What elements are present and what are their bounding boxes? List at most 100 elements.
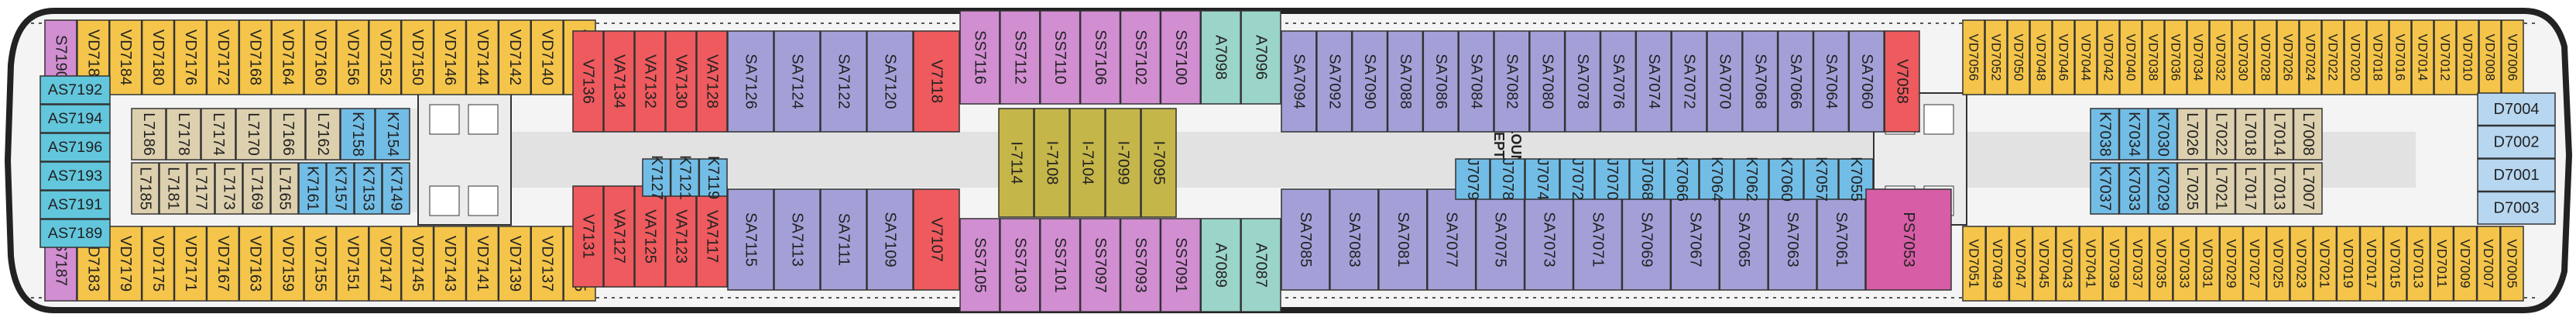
cabin-ss7100[interactable]: SS7100 [1160, 10, 1201, 105]
cabin-va7127[interactable]: VA7127 [603, 185, 635, 288]
cabin-sa7092[interactable]: SA7092 [1316, 30, 1353, 133]
cabin-sa7111[interactable]: SA7111 [820, 188, 867, 291]
cabin-v7107[interactable]: V7107 [913, 188, 960, 291]
cabin-as7189[interactable]: AS7189 [39, 219, 111, 248]
cabin-sa7113[interactable]: SA7113 [773, 188, 821, 291]
cabin-v7058[interactable]: V7058 [1884, 30, 1920, 133]
cabin-vd7020[interactable]: VD7020 [2344, 19, 2367, 95]
cabin-vd7007[interactable]: VD7007 [2476, 226, 2501, 302]
cabin-a7096[interactable]: A7096 [1240, 10, 1281, 105]
cabin-vd7008[interactable]: VD7008 [2478, 19, 2502, 95]
cabin-sa7061[interactable]: SA7061 [1816, 188, 1866, 291]
cabin-vd7027[interactable]: VD7027 [2242, 226, 2267, 302]
cabin-vd7142[interactable]: VD7142 [498, 19, 531, 95]
cabin-l7174[interactable]: L7174 [201, 108, 236, 160]
cabin-a7089[interactable]: A7089 [1200, 218, 1241, 312]
cabin-sa7066[interactable]: SA7066 [1777, 30, 1814, 133]
cabin-sa7124[interactable]: SA7124 [773, 30, 821, 133]
cabin-va7128[interactable]: VA7128 [696, 30, 728, 133]
cabin-va7134[interactable]: VA7134 [603, 30, 635, 133]
cabin-vd7024[interactable]: VD7024 [2299, 19, 2322, 95]
cabin-i-7095[interactable]: I-7095 [1141, 108, 1177, 218]
cabin-sa7078[interactable]: SA7078 [1564, 30, 1601, 133]
cabin-vd7044[interactable]: VD7044 [2074, 19, 2098, 95]
cabin-vd7146[interactable]: VD7146 [433, 19, 467, 95]
cabin-as7191[interactable]: AS7191 [39, 190, 111, 219]
cabin-vd7147[interactable]: VD7147 [369, 226, 402, 302]
cabin-ss7097[interactable]: SS7097 [1079, 218, 1121, 312]
cabin-vd7030[interactable]: VD7030 [2231, 19, 2255, 95]
cabin-vd7015[interactable]: VD7015 [2383, 226, 2407, 302]
cabin-l7021[interactable]: L7021 [2206, 162, 2236, 215]
cabin-l7025[interactable]: L7025 [2176, 162, 2207, 215]
cabin-l7181[interactable]: L7181 [159, 162, 187, 215]
cabin-l7177[interactable]: L7177 [187, 162, 215, 215]
cabin-vd7040[interactable]: VD7040 [2119, 19, 2142, 95]
cabin-va7117[interactable]: VA7117 [696, 185, 728, 288]
cabin-ss7105[interactable]: SS7105 [959, 218, 1000, 312]
cabin-k7153[interactable]: K7153 [354, 162, 382, 215]
cabin-vd7048[interactable]: VD7048 [2029, 19, 2053, 95]
cabin-vd7014[interactable]: VD7014 [2411, 19, 2434, 95]
cabin-sa7122[interactable]: SA7122 [820, 30, 867, 133]
cabin-j7068[interactable]: J7068 [1629, 158, 1665, 201]
cabin-k7154[interactable]: K7154 [375, 108, 410, 160]
cabin-l7022[interactable]: L7022 [2206, 108, 2236, 160]
cabin-vd7029[interactable]: VD7029 [2219, 226, 2244, 302]
cabin-vd7164[interactable]: VD7164 [271, 19, 304, 95]
cabin-vd7019[interactable]: VD7019 [2336, 226, 2361, 302]
cabin-va7130[interactable]: VA7130 [665, 30, 697, 133]
cabin-k7119[interactable]: K7119 [698, 156, 728, 199]
cabin-l7162[interactable]: L7162 [305, 108, 341, 160]
cabin-l7014[interactable]: L7014 [2264, 108, 2294, 160]
cabin-i-7108[interactable]: I-7108 [1034, 108, 1070, 218]
cabin-vd7150[interactable]: VD7150 [400, 19, 434, 95]
cabin-vd7023[interactable]: VD7023 [2290, 226, 2314, 302]
cabin-k7038[interactable]: K7038 [2090, 108, 2120, 160]
cabin-va7123[interactable]: VA7123 [665, 185, 697, 288]
cabin-vd7034[interactable]: VD7034 [2187, 19, 2210, 95]
cabin-k7062[interactable]: K7062 [1734, 157, 1769, 202]
cabin-sa7094[interactable]: SA7094 [1281, 30, 1317, 133]
cabin-sa7072[interactable]: SA7072 [1671, 30, 1707, 133]
cabin-sa7065[interactable]: SA7065 [1719, 188, 1768, 291]
cabin-l7018[interactable]: L7018 [2235, 108, 2265, 160]
cabin-v7118[interactable]: V7118 [913, 30, 960, 133]
cabin-vd7137[interactable]: VD7137 [530, 226, 564, 302]
cabin-sa7080[interactable]: SA7080 [1529, 30, 1566, 133]
cabin-sa7083[interactable]: SA7083 [1329, 188, 1379, 291]
cabin-vd7172[interactable]: VD7172 [206, 19, 240, 95]
cabin-vd7005[interactable]: VD7005 [2500, 226, 2524, 302]
cabin-k7158[interactable]: K7158 [340, 108, 376, 160]
cabin-k7064[interactable]: K7064 [1699, 157, 1734, 202]
cabin-vd7043[interactable]: VD7043 [2056, 226, 2080, 302]
cabin-vd7022[interactable]: VD7022 [2321, 19, 2344, 95]
cabin-sa7071[interactable]: SA7071 [1573, 188, 1623, 291]
cabin-vd7052[interactable]: VD7052 [1984, 19, 2008, 95]
cabin-d7004[interactable]: D7004 [2477, 92, 2556, 126]
cabin-vd7031[interactable]: VD7031 [2196, 226, 2221, 302]
cabin-vd7155[interactable]: VD7155 [304, 226, 337, 302]
cabin-k7030[interactable]: K7030 [2148, 108, 2178, 160]
cabin-vd7017[interactable]: VD7017 [2359, 226, 2384, 302]
cabin-vd7156[interactable]: VD7156 [336, 19, 369, 95]
cabin-ss7091[interactable]: SS7091 [1160, 218, 1201, 312]
cabin-j7079[interactable]: J7079 [1455, 158, 1490, 201]
cabin-vd7032[interactable]: VD7032 [2209, 19, 2232, 95]
cabin-l7170[interactable]: L7170 [235, 108, 271, 160]
cabin-as7194[interactable]: AS7194 [39, 104, 111, 133]
cabin-sa7068[interactable]: SA7068 [1742, 30, 1779, 133]
cabin-va7132[interactable]: VA7132 [634, 30, 666, 133]
cabin-k7057[interactable]: K7057 [1803, 157, 1839, 202]
cabin-sa7109[interactable]: SA7109 [866, 188, 914, 291]
cabin-sa7060[interactable]: SA7060 [1848, 30, 1885, 133]
cabin-l7186[interactable]: L7186 [131, 108, 166, 160]
cabin-k7060[interactable]: K7060 [1768, 157, 1804, 202]
cabin-vd7046[interactable]: VD7046 [2052, 19, 2075, 95]
cabin-k7149[interactable]: K7149 [382, 162, 410, 215]
cabin-sa7126[interactable]: SA7126 [727, 30, 774, 133]
cabin-vd7167[interactable]: VD7167 [206, 226, 240, 302]
cabin-i-7104[interactable]: I-7104 [1069, 108, 1106, 218]
cabin-vd7047[interactable]: VD7047 [2008, 226, 2033, 302]
cabin-vd7159[interactable]: VD7159 [271, 226, 304, 302]
